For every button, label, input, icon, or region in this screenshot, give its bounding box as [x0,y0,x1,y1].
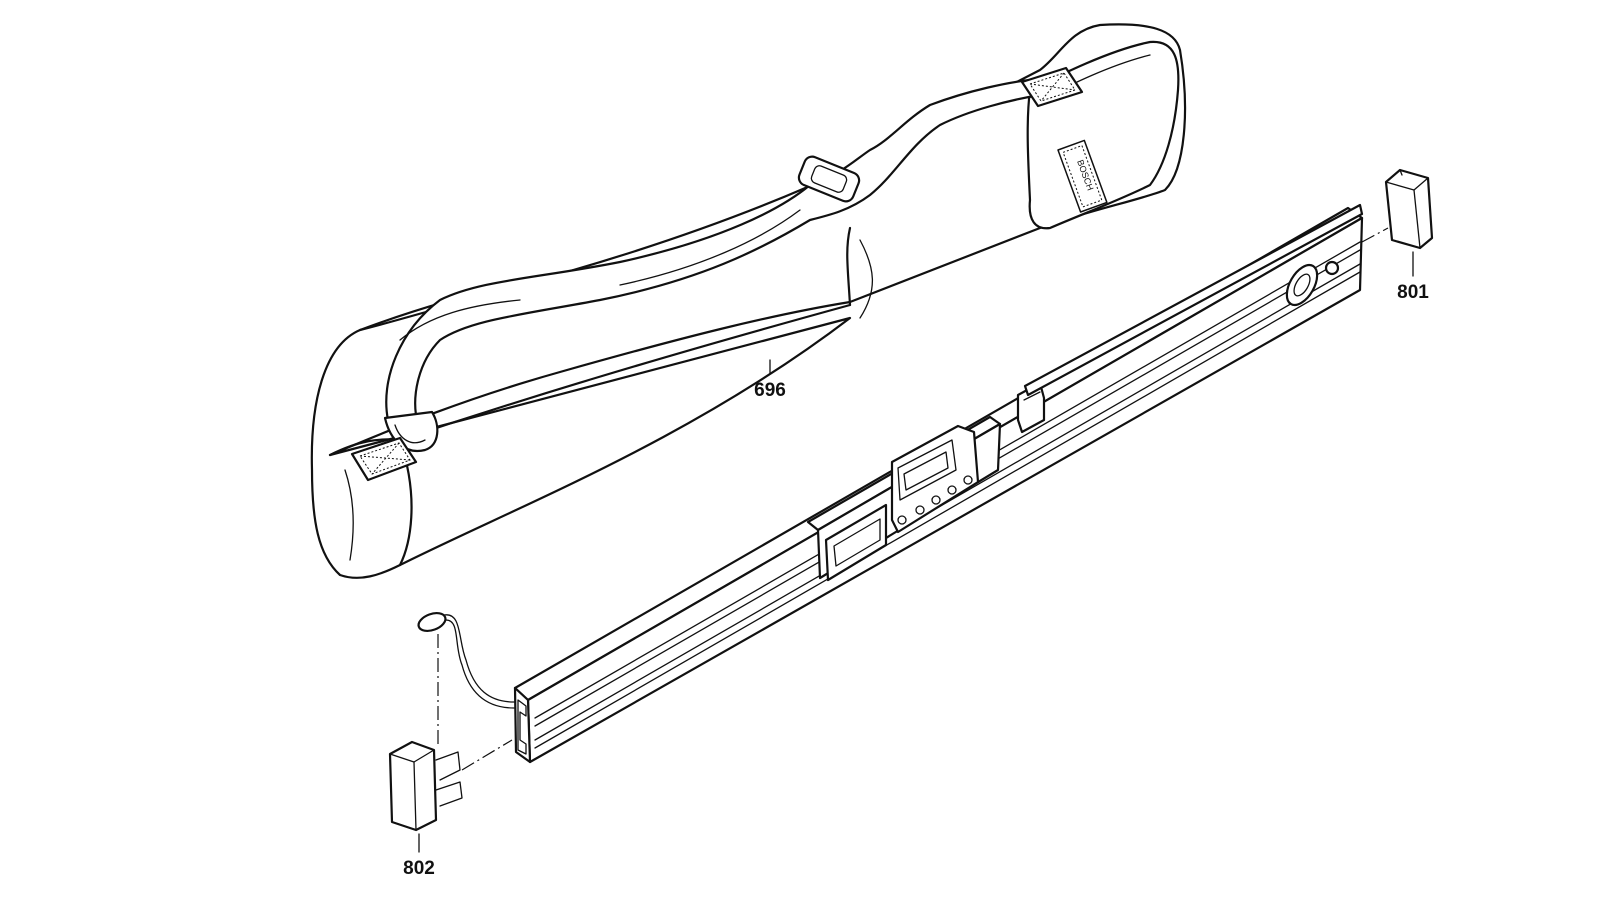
carrying-bag: BOSCH [310,23,1187,579]
part-number-696: 696 [754,380,786,401]
part-number-801: 801 [1397,282,1429,303]
digital-level-body [513,203,1364,764]
part-number-802: 802 [403,858,435,879]
end-cap-left [388,634,513,853]
end-cap-right [1361,168,1434,277]
tether-cord [417,611,515,709]
